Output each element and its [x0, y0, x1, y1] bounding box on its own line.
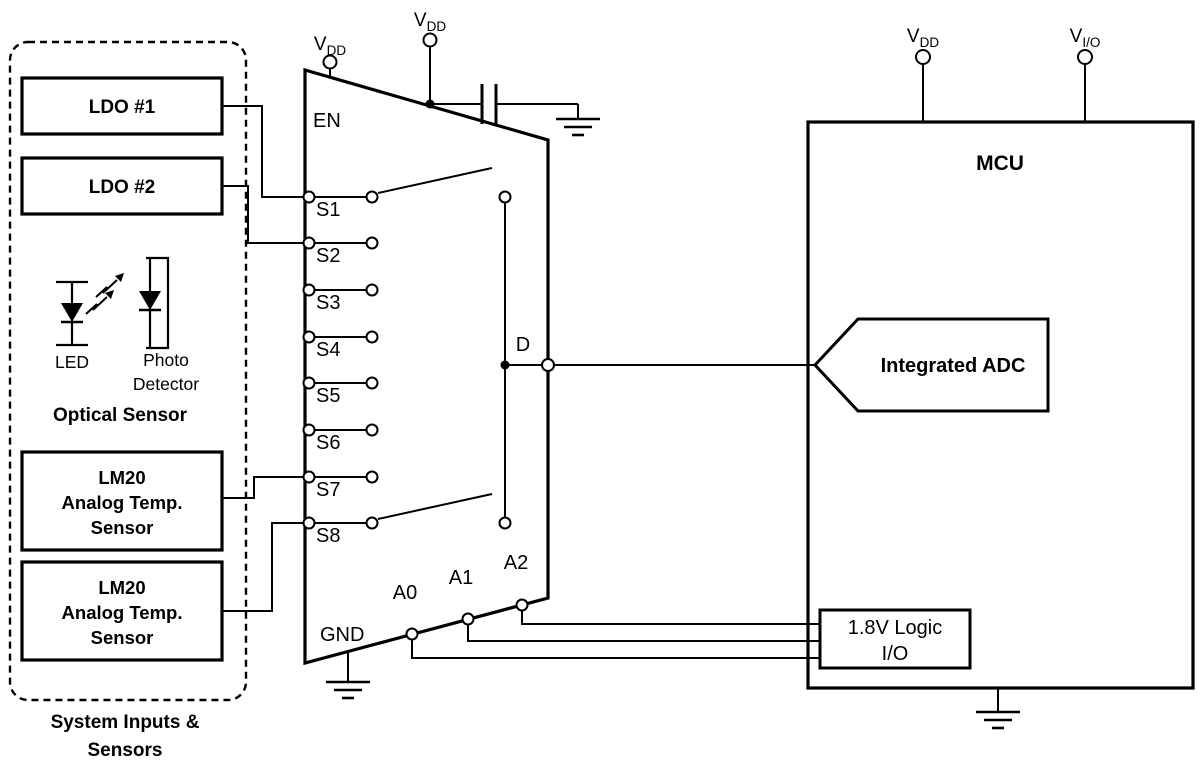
lm20-box-1-label-line2: Analog Temp.	[62, 492, 183, 513]
mcu-vdd-label: VDD	[907, 26, 939, 50]
mcu-vdd-terminal	[915, 49, 931, 65]
mux-s4-contact	[365, 330, 379, 344]
mux-s4-pin	[302, 330, 316, 344]
mux-a0-pin	[405, 627, 419, 641]
photo-detector-icon	[139, 256, 170, 350]
sensors-group-border	[8, 40, 248, 702]
mux-s8-label: S8	[316, 525, 340, 547]
mux-vdd-supply: VDD	[414, 10, 602, 137]
lm20-box-1	[20, 450, 224, 552]
mcu-vdd-supply: VDD	[907, 26, 939, 65]
cap-junction-dot	[425, 99, 435, 109]
lm20-box-2	[20, 560, 224, 662]
sensors-panel: LDO #1 LDO #2 LED Photo Det	[8, 40, 248, 761]
lm20-box-2-label-line2: Analog Temp.	[62, 602, 183, 623]
mux-bus-top-contact	[498, 190, 512, 204]
lm20-box-2-label-line3: Sensor	[91, 627, 154, 648]
photo-detector-label-line1: Photo	[143, 350, 189, 370]
photo-detector-label-line2: Detector	[133, 374, 199, 394]
sensors-group-label-line1: System Inputs &	[51, 712, 200, 733]
logic-io-label-line2: I/O	[882, 643, 909, 665]
wire-lm20b-to-s8	[222, 522, 305, 612]
lm20-box-2-label-line1: LM20	[98, 577, 145, 598]
adc-label: Integrated ADC	[881, 355, 1026, 377]
mux-vdd-terminal	[422, 32, 438, 48]
led-icon	[56, 280, 88, 347]
mux-ground-icon	[324, 680, 372, 700]
adc-shape	[812, 317, 1050, 413]
cap-ground-icon	[554, 117, 602, 137]
sensors-group-label-line2: Sensors	[88, 740, 163, 761]
mux-en-vdd-label: VDD	[314, 34, 346, 58]
mux-a1-pin	[461, 612, 475, 626]
led-label: LED	[55, 352, 89, 372]
mux-s5-contact	[365, 376, 379, 390]
mux-s1-label: S1	[316, 199, 340, 221]
mux-s5-pin	[302, 376, 316, 390]
mux-s3-contact	[365, 283, 379, 297]
ldo2-box	[20, 156, 224, 216]
lm20-box-1-label-line3: Sensor	[91, 517, 154, 538]
mcu-vio-terminal	[1077, 49, 1093, 65]
wire-ldo2-to-s2	[222, 185, 305, 244]
mux-s8-switch-arm	[377, 493, 493, 520]
mux-s8-pin	[302, 516, 316, 530]
ldo1-box	[20, 76, 224, 136]
mux-s2-contact	[365, 236, 379, 250]
logic-io-box	[818, 608, 972, 670]
mux-s2-pin	[302, 236, 316, 250]
mcu-block: MCU Integrated ADC 1.8V Logic I/O	[806, 64, 1195, 730]
wire-lm20a-to-s7	[222, 476, 305, 499]
mux-a2-pin	[515, 598, 529, 612]
mux-s1-switch-arm	[377, 167, 493, 194]
mux-bus-bottom-contact	[498, 516, 512, 530]
mux-s3-label: S3	[316, 292, 340, 314]
mux-s6-pin	[302, 423, 316, 437]
mux-gnd-label: GND	[320, 624, 364, 646]
mux-s6-label: S6	[316, 432, 340, 454]
mux-s4-label: S4	[316, 339, 340, 361]
mcu-vio-label: VI/O	[1070, 26, 1101, 50]
mux-s7-label: S7	[316, 479, 340, 501]
mux-s1-pin	[302, 190, 316, 204]
mux-s6-contact	[365, 423, 379, 437]
mux-s5-label: S5	[316, 385, 340, 407]
wire-a0-to-logic	[411, 639, 820, 659]
lm20-box-1-label-line1: LM20	[98, 467, 145, 488]
ldo1-label: LDO #1	[89, 97, 156, 118]
light-arrow-icon-1	[85, 290, 114, 315]
mux-s1-contact	[365, 190, 379, 204]
mux-pins	[302, 190, 555, 641]
mux-en-vdd-terminal	[322, 54, 338, 70]
mux-s8-contact	[365, 516, 379, 530]
mux-en-label: EN	[313, 110, 341, 132]
mux-block: EN GND S1 S2 S3 S4 S5 S6 S7 S8 A0 A1 A2 …	[303, 67, 550, 700]
mux-s7-contact	[365, 470, 379, 484]
mux-s7-pin	[302, 470, 316, 484]
mcu-title: MCU	[976, 152, 1024, 175]
mux-a0-label: A0	[393, 582, 417, 604]
mcu-ground-icon	[974, 710, 1022, 730]
wire-a1-to-logic	[467, 624, 820, 642]
mux-d-pin	[541, 358, 555, 372]
mux-a2-label: A2	[504, 552, 528, 574]
mux-a1-label: A1	[449, 567, 473, 589]
light-arrow-icon-2	[95, 273, 124, 298]
mux-d-junction-dot	[500, 360, 510, 370]
optical-sensor-label: Optical Sensor	[53, 405, 188, 426]
mux-s2-label: S2	[316, 245, 340, 267]
mcu-vio-supply: VI/O	[1070, 26, 1101, 65]
mux-s3-pin	[302, 283, 316, 297]
wire-a2-to-logic	[521, 610, 820, 625]
decoupling-capacitor-icon	[430, 84, 579, 124]
wire-ldo1-to-s1	[222, 105, 305, 198]
mux-channel-stubs	[305, 196, 372, 524]
mux-vdd-label: VDD	[414, 10, 446, 34]
mux-d-label: D	[516, 334, 530, 356]
logic-io-label-line1: 1.8V Logic	[848, 617, 943, 639]
ldo2-label: LDO #2	[89, 177, 156, 198]
interconnect-wires	[222, 105, 820, 659]
mux-body	[303, 67, 550, 666]
mux-en-vdd-supply: VDD	[314, 34, 346, 78]
